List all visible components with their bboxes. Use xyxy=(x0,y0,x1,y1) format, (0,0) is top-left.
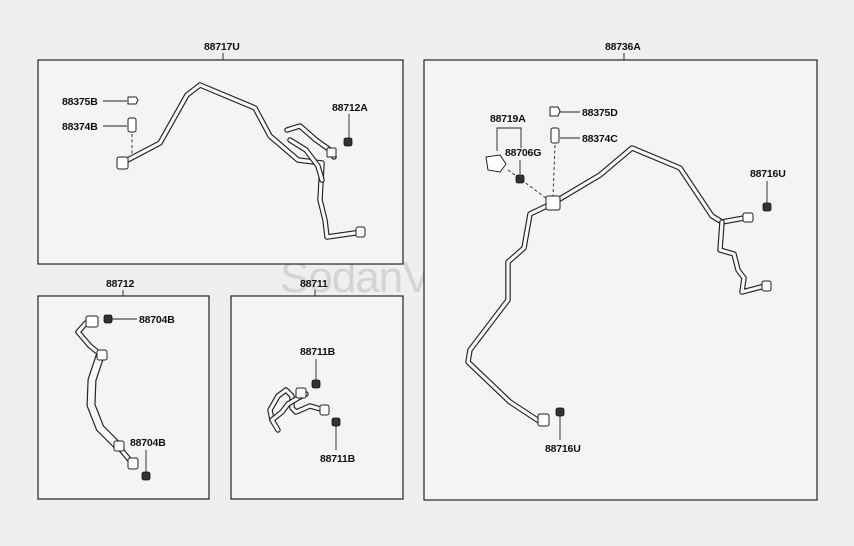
group-title-88711: 88711 xyxy=(300,278,328,290)
hose-clamp xyxy=(96,349,108,361)
cap-icon xyxy=(549,106,561,117)
pipe-end-fitting xyxy=(116,156,129,170)
group-title-88712: 88712 xyxy=(106,278,135,290)
pipe-end-fitting xyxy=(319,404,330,416)
label-88716U-bottom: 88716U xyxy=(545,443,581,455)
label-88704B-bottom: 88704B xyxy=(130,437,166,449)
service-port-fitting xyxy=(545,195,561,211)
valve-core-icon xyxy=(127,117,137,133)
label-88716U-right: 88716U xyxy=(750,168,786,180)
valve-core-icon xyxy=(550,127,560,144)
o-ring-icon xyxy=(762,202,772,212)
o-ring-icon xyxy=(311,379,321,389)
label-88704B-top: 88704B xyxy=(139,314,175,326)
group-88712: 88712 88704B 88704B xyxy=(37,278,210,500)
pipe-88711 xyxy=(267,387,330,433)
group-title-88717U: 88717U xyxy=(204,41,240,53)
pressure-switch-icon xyxy=(485,154,507,173)
group-title-88736A: 88736A xyxy=(605,41,641,53)
label-88706G: 88706G xyxy=(505,147,541,159)
group-box-88712 xyxy=(37,295,210,500)
hose-88712 xyxy=(75,315,139,470)
label-88719A: 88719A xyxy=(490,113,526,125)
hose-clamp xyxy=(113,440,125,452)
pipe-bracket xyxy=(326,147,337,158)
group-box-88736A xyxy=(423,59,818,501)
o-ring-icon xyxy=(103,314,113,324)
label-88712A: 88712A xyxy=(332,102,368,114)
o-ring-icon xyxy=(141,471,151,481)
pipe-end-fitting xyxy=(742,212,754,223)
group-88717U: 88717U 88375B 88374B 88712A xyxy=(37,41,404,265)
cap-icon xyxy=(127,96,139,105)
label-88711B-top: 88711B xyxy=(300,346,336,358)
label-88374B: 88374B xyxy=(62,121,98,133)
label-88711B-bottom: 88711B xyxy=(320,453,356,465)
label-88375D: 88375D xyxy=(582,107,618,119)
group-88736A: 88736A 88719A 88706G 88375D 88374C xyxy=(423,41,818,501)
pipe-end-fitting xyxy=(355,226,366,238)
group-88711: 88711 88711B 88711B xyxy=(230,278,404,500)
pipe-end-fitting xyxy=(537,413,550,427)
pipe-88717U xyxy=(116,82,366,240)
pipe-end-fitting xyxy=(85,315,99,328)
o-ring-icon xyxy=(515,174,525,184)
leader-88719A xyxy=(496,127,522,151)
assembly-line xyxy=(507,169,547,199)
o-ring-icon xyxy=(331,417,341,427)
o-ring-icon xyxy=(343,137,353,147)
o-ring-icon xyxy=(555,407,565,417)
group-box-88711 xyxy=(230,295,404,500)
pipe-end-fitting xyxy=(127,457,139,470)
label-88375B: 88375B xyxy=(62,96,98,108)
pipe-end-fitting xyxy=(761,280,772,292)
pipe-88736A xyxy=(465,145,772,427)
label-88374C: 88374C xyxy=(582,133,618,145)
pipe-bracket xyxy=(295,387,307,399)
